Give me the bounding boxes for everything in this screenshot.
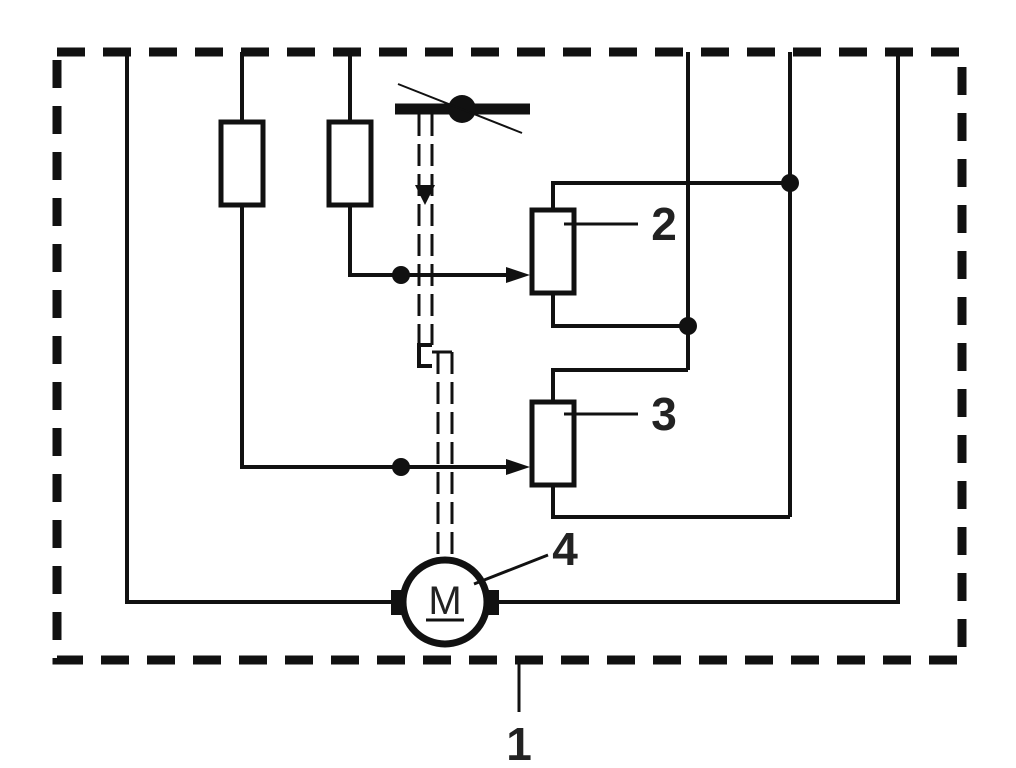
callout-4: 4	[552, 523, 578, 575]
motor-brush-right	[485, 590, 499, 615]
wiper-arrow-pot-3	[506, 459, 530, 475]
wire-right-rail	[492, 52, 900, 604]
junction-node	[392, 458, 410, 476]
leader-line-4	[473, 553, 549, 586]
wiper-arrow-pot-2	[506, 267, 530, 283]
linkage-coupling	[417, 343, 432, 368]
wire-pot-3-top	[551, 368, 688, 402]
wire-left-rail	[125, 52, 398, 604]
callout-3: 3	[651, 388, 677, 440]
junction-node	[781, 174, 799, 192]
motor-brush-left	[391, 590, 405, 615]
lever-alt-position	[397, 83, 523, 134]
resistor-2	[326, 119, 374, 208]
wire-resistor-2-to-pot-2	[348, 205, 520, 277]
wire-pot-2-top	[551, 181, 790, 210]
wire-pot-2-bottom	[551, 293, 688, 328]
wire-resistor-1-to-pot-3	[240, 205, 520, 469]
junction-node	[392, 266, 410, 284]
callout-2: 2	[651, 198, 677, 250]
resistor-1	[218, 119, 266, 208]
wire-pot-3-bottom	[551, 485, 790, 519]
callout-1: 1	[506, 718, 532, 768]
motor-symbol-label: M	[428, 579, 461, 623]
junction-node	[679, 317, 697, 335]
potentiometer-2	[529, 207, 577, 296]
linkage-arrow	[415, 185, 435, 205]
enclosure-boundary	[52, 47, 967, 665]
